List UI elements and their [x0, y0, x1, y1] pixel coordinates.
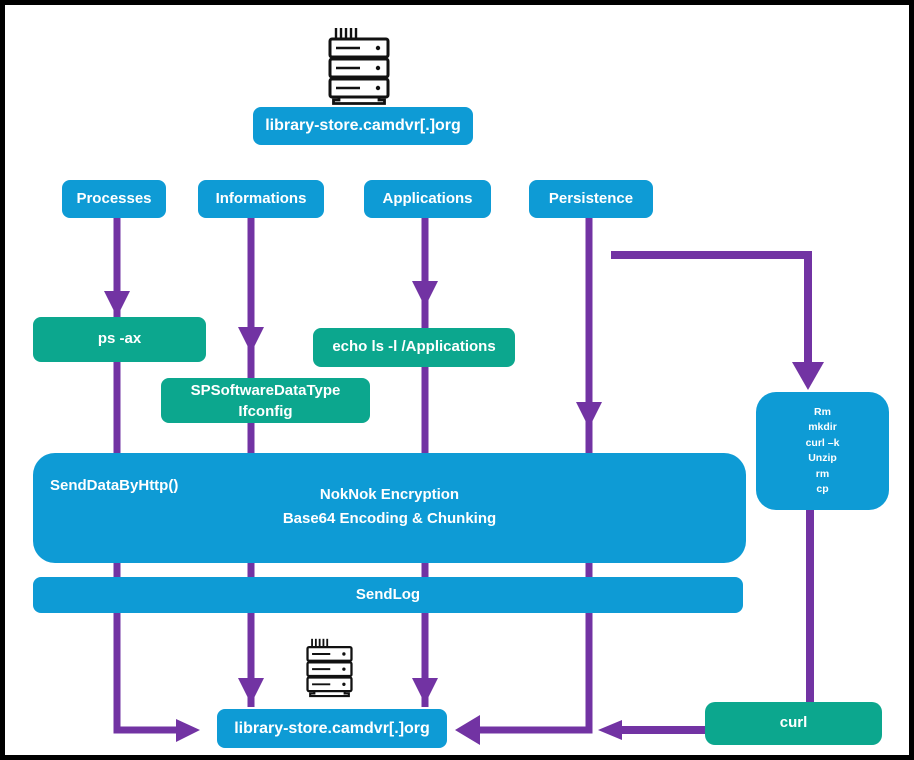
node-informations: Informations — [198, 180, 324, 218]
persistence-commands: Rm mkdir curl –k Unzip rm cp — [756, 392, 889, 510]
c2-domain-top: library-store.camdvr[.]org — [253, 107, 473, 145]
command-echo-ls: echo ls -l /Applications — [313, 328, 515, 367]
arrowhead-down-applications — [412, 281, 438, 307]
sendlog-label: SendLog — [355, 585, 421, 603]
persistence-command-unzip: Unzip — [808, 452, 837, 464]
command-ps-ax: ps -ax — [33, 317, 206, 362]
persistence-command-cp: cp — [816, 483, 829, 495]
server-icon — [306, 638, 353, 698]
command-curl: curl — [705, 702, 882, 745]
arrowhead-down-informations — [238, 327, 264, 353]
node-informations-label: Informations — [215, 189, 307, 207]
command-spsoftware-line1: SPSoftwareDataType — [190, 381, 341, 399]
persistence-command-mkdir: mkdir — [808, 421, 837, 433]
node-processes: Processes — [62, 180, 166, 218]
persistence-flow-line — [478, 218, 593, 734]
persistence-command-rm-lower: rm — [815, 467, 830, 480]
arrowhead-down-persistence — [576, 402, 602, 428]
command-curl-label: curl — [779, 714, 808, 732]
arrowhead-left-curl — [598, 720, 622, 740]
send-data-by-http-label: SendDataByHttp() — [50, 477, 179, 494]
node-applications-label: Applications — [382, 189, 473, 207]
encryption-line2: Base64 Encoding & Chunking — [282, 510, 497, 527]
c2-domain-top-label: library-store.camdvr[.]org — [265, 117, 461, 134]
command-spsoftware: SPSoftwareDataType Ifconfig — [161, 378, 370, 423]
arrowhead-down-processes — [104, 291, 130, 317]
sendlog-bar: SendLog — [33, 577, 743, 613]
arrowhead-down-applications-bottom — [412, 678, 438, 704]
encryption-text: NokNok Encryption Base64 Encoding & Chun… — [33, 483, 746, 531]
c2-domain-bottom: library-store.camdvr[.]org — [217, 709, 447, 748]
arrowhead-down-informations-bottom — [238, 678, 264, 704]
arrowhead-right-processes — [176, 719, 200, 742]
node-persistence-label: Persistence — [548, 189, 634, 207]
command-echo-ls-label: echo ls -l /Applications — [332, 338, 496, 356]
c2-domain-bottom-label: library-store.camdvr[.]org — [234, 719, 430, 737]
persistence-branch-line — [611, 251, 812, 364]
encryption-line1: NokNok Encryption — [319, 486, 460, 503]
server-icon — [328, 28, 390, 105]
persistence-command-rm-upper: Rm — [814, 405, 831, 418]
persistence-command-curl-k: curl –k — [805, 436, 840, 449]
arrowhead-down-branch — [792, 362, 824, 390]
processes-flow-line — [113, 218, 178, 734]
command-spsoftware-line2: Ifconfig — [238, 402, 293, 420]
arrowhead-left-persistence — [455, 715, 480, 745]
exfil-encryption-box: SendDataByHttp() NokNok Encryption Base6… — [33, 453, 746, 563]
node-applications: Applications — [364, 180, 491, 218]
node-persistence: Persistence — [529, 180, 653, 218]
command-ps-ax-label: ps -ax — [97, 330, 142, 348]
node-processes-label: Processes — [76, 189, 152, 207]
